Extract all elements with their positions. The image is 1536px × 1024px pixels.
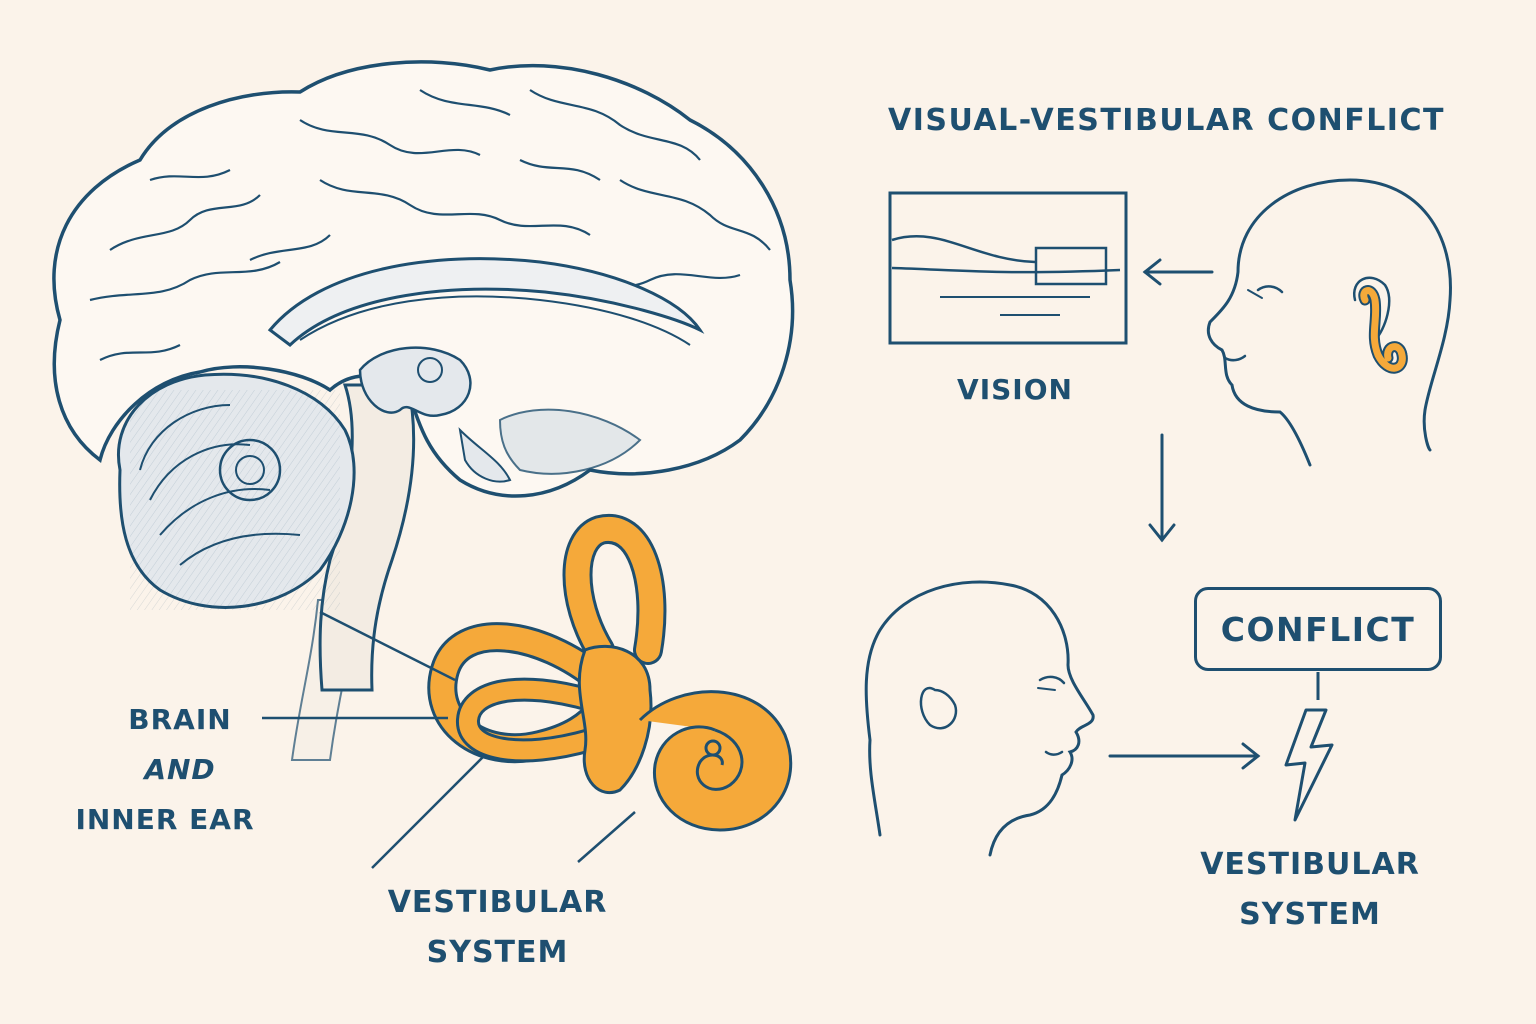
head-profile-icon (864, 580, 1095, 857)
label-and: AND (144, 753, 216, 786)
label-conflict: CONFLICT (1220, 609, 1416, 649)
leader-lines-left (262, 610, 636, 869)
label-vision: VISION (957, 373, 1073, 406)
corpus-callosum (267, 257, 705, 347)
inner-ear-small-icon (1358, 285, 1408, 374)
label-system-left: SYSTEM (426, 935, 569, 970)
label-vestibular-left: VESTIBULAR (387, 885, 608, 920)
lightning-bolt-icon (1284, 708, 1334, 822)
inner-ear-illustration (427, 514, 793, 832)
arrow-down (1148, 433, 1176, 543)
brain-illustration (52, 60, 795, 761)
screen-icon (888, 191, 1128, 345)
conflict-box: CONFLICT (1194, 587, 1442, 671)
arrow-to-vision (1142, 258, 1214, 286)
diagram-title: VISUAL-VESTIBULAR CONFLICT (888, 103, 1445, 138)
thalamus (358, 346, 472, 418)
head-profile-icon (1206, 178, 1452, 467)
label-inner-ear: INNER EAR (75, 803, 255, 836)
label-brain: BRAIN (128, 703, 232, 736)
arrow-to-conflict (1108, 742, 1261, 770)
label-vestibular-right: VESTIBULAR (1200, 847, 1420, 882)
label-system-right: SYSTEM (1239, 897, 1381, 932)
